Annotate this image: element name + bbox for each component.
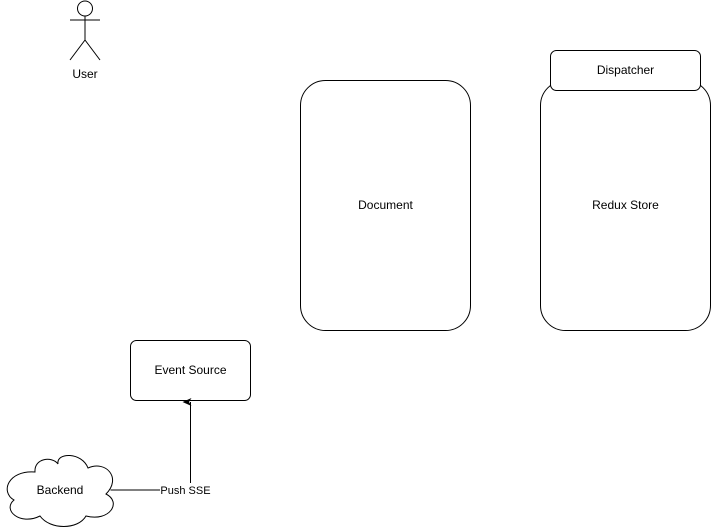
event-source-node[interactable]: Event Source xyxy=(130,340,251,401)
backend-label: Backend xyxy=(37,483,84,497)
user-label: User xyxy=(72,67,97,81)
actor-icon xyxy=(69,0,101,61)
user-actor[interactable]: User xyxy=(69,0,101,81)
document-node[interactable]: Document xyxy=(300,80,471,331)
push-sse-label: Push SSE xyxy=(160,485,210,497)
dispatcher-label: Dispatcher xyxy=(597,63,654,77)
event-source-label: Event Source xyxy=(154,363,226,377)
cloud-icon xyxy=(6,455,114,527)
redux-store-node[interactable]: Redux Store xyxy=(540,80,711,331)
backend-node[interactable]: Backend xyxy=(6,455,114,527)
document-box xyxy=(300,80,471,331)
redux-store-label: Redux Store xyxy=(592,198,659,212)
dispatcher-node[interactable]: Dispatcher xyxy=(550,50,701,91)
edge-label-background xyxy=(160,483,212,497)
document-label: Document xyxy=(358,198,413,212)
push-sse-connector xyxy=(110,398,192,491)
push-sse-edge[interactable]: Push SSE xyxy=(110,398,213,497)
dispatcher-box xyxy=(550,50,701,91)
